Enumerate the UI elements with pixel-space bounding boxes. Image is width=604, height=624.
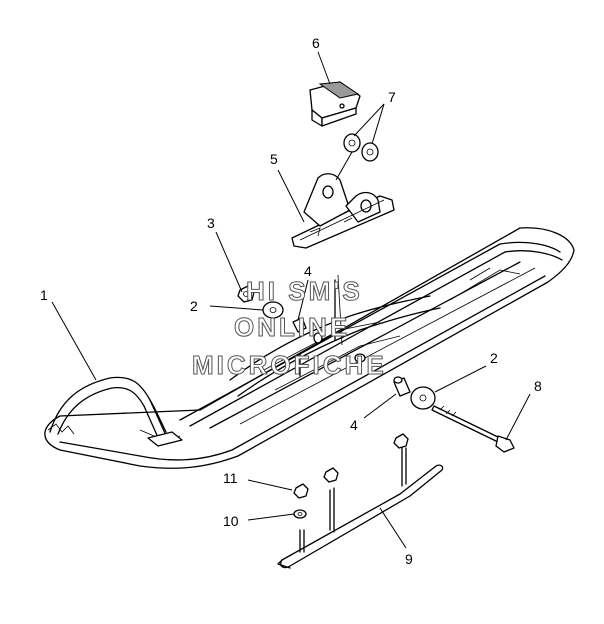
watermark-line-1: HI SM'S (246, 276, 363, 306)
saddle-bushing (309, 81, 361, 127)
callout-labels: 1 2 3 4 5 6 7 2 8 4 11 10 9 (40, 35, 542, 567)
watermark-line-2: ONLINE (234, 312, 350, 342)
washers-7 (343, 133, 379, 162)
ski-body (44, 227, 575, 469)
callout-4-lower: 4 (350, 417, 358, 433)
callout-1: 1 (40, 287, 48, 303)
callout-2-upper: 2 (190, 298, 198, 314)
watermark: HI SM'S ONLINE MICROFICHE (192, 276, 387, 381)
callout-10: 10 (223, 513, 239, 529)
callout-7: 7 (388, 89, 396, 105)
nuts-11 (293, 433, 409, 499)
washer-10 (293, 509, 307, 519)
ski-loop-handle (49, 376, 183, 447)
spindle-bracket (291, 173, 395, 249)
callout-2-lower: 2 (490, 350, 498, 366)
callout-6: 6 (312, 35, 320, 51)
callout-3: 3 (207, 215, 215, 231)
callout-8: 8 (534, 378, 542, 394)
nut-3 (237, 285, 255, 303)
callout-11: 11 (223, 470, 238, 486)
wear-rod-9 (277, 447, 444, 569)
washer-2-lower (410, 386, 436, 410)
watermark-line-3: MICROFICHE (192, 350, 387, 380)
bolt-8 (431, 405, 515, 453)
callout-4-upper: 4 (304, 263, 312, 279)
bushing-4-lower (393, 376, 411, 397)
leader-lines (51, 51, 531, 549)
callout-9: 9 (405, 551, 413, 567)
callout-5: 5 (270, 151, 278, 167)
bushing-4-upper (292, 317, 307, 333)
